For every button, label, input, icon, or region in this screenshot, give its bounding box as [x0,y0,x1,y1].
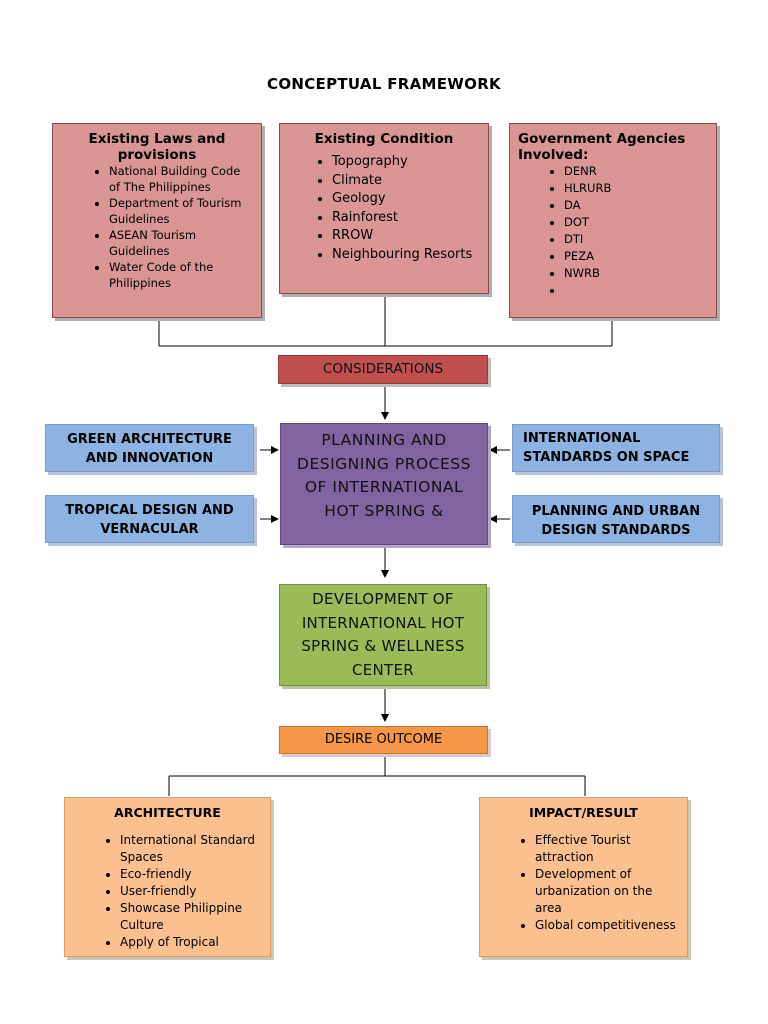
impact-result-box: IMPACT/RESULT Effective Tourist attracti… [479,797,688,957]
international-standards-box: INTERNATIONAL STANDARDS ON SPACE [512,424,720,472]
list-item: User-friendly [120,883,266,900]
development-box: DEVELOPMENT OF INTERNATIONAL HOT SPRING … [279,584,487,686]
existing-condition-heading: Existing Condition [314,131,454,147]
list-item: Rainforest [332,209,488,228]
list-item: HLRURB [564,180,716,197]
green-architecture-box: GREEN ARCHITECTURE AND INNOVATION [45,424,254,472]
government-agencies-box: Government Agencies Involved: DENR HLRUR… [509,123,717,318]
existing-condition-box: Existing Condition Topography Climate Ge… [279,123,489,294]
impact-result-list: Effective Tourist attraction Development… [480,832,687,934]
list-item: Eco-friendly [120,866,266,883]
government-agencies-list: DENR HLRURB DA DOT DTI PEZA NWRB [510,163,716,299]
architecture-box: ARCHITECTURE International Standard Spac… [64,797,271,957]
list-item: NWRB [564,265,716,282]
list-item: DTI [564,231,716,248]
list-item: Effective Tourist attraction [535,832,679,866]
list-item: Global competitiveness [535,917,679,934]
list-item: Neighbouring Resorts [332,246,488,265]
desire-outcome-box: DESIRE OUTCOME [279,726,488,754]
existing-laws-list: National Building Code of The Philippine… [53,163,261,291]
list-item: Water Code of the Philippines [109,259,255,291]
list-item: National Building Code of The Philippine… [109,163,255,195]
architecture-list: International Standard Spaces Eco-friend… [65,832,270,951]
government-agencies-heading: Government Agencies Involved: [518,131,686,163]
list-item: Topography [332,153,488,172]
list-item: ASEAN Tourism Guidelines [109,227,255,259]
planning-urban-standards-box: PLANNING AND URBAN DESIGN STANDARDS [512,495,720,543]
list-item: Showcase Philippine Culture [120,900,266,934]
list-item: Development of urbanization on the area [535,866,679,917]
list-item: Climate [332,172,488,191]
list-item: DENR [564,163,716,180]
list-item: Geology [332,190,488,209]
list-item [564,282,716,299]
list-item: DA [564,197,716,214]
existing-laws-heading: Existing Laws and provisions [88,131,226,163]
list-item: Apply of Tropical [120,934,266,951]
list-item: PEZA [564,248,716,265]
planning-designing-process-box: PLANNING AND DESIGNING PROCESS OF INTERN… [280,423,488,545]
page-title: CONCEPTUAL FRAMEWORK [267,75,501,93]
impact-result-heading: IMPACT/RESULT [529,805,638,820]
list-item: Department of Tourism Guidelines [109,195,255,227]
list-item: RROW [332,227,488,246]
considerations-box: CONSIDERATIONS [278,355,488,384]
tropical-design-box: TROPICAL DESIGN AND VERNACULAR [45,495,254,543]
existing-condition-list: Topography Climate Geology Rainforest RR… [280,153,488,265]
architecture-heading: ARCHITECTURE [114,805,221,820]
list-item: International Standard Spaces [120,832,266,866]
existing-laws-box: Existing Laws and provisions National Bu… [52,123,262,318]
list-item: DOT [564,214,716,231]
